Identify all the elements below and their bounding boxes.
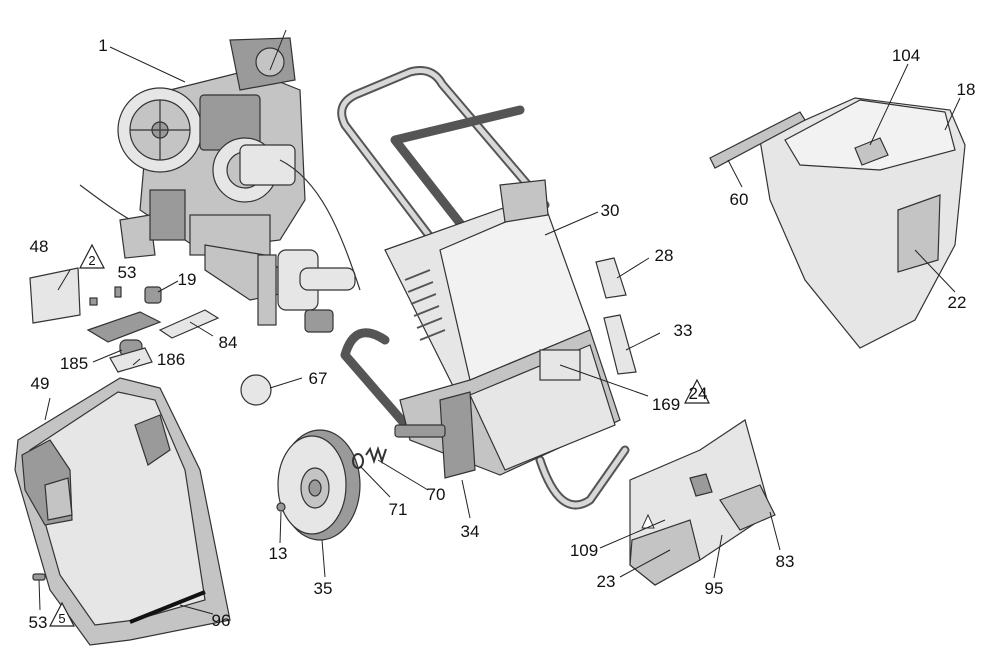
callout-48: 48 [30,237,49,256]
label-48 [29,267,81,324]
callout-71: 71 [389,500,408,519]
callout-60: 60 [730,190,749,209]
callout-83: 83 [776,552,795,571]
callout-70: 70 [427,485,446,504]
screw-53-bottom [32,573,46,581]
callout-19: 19 [178,270,197,289]
washer-71 [352,453,364,469]
callout-23: 23 [597,572,616,591]
callout-numbers: 1 18 104 60 22 30 28 33 169 24 109 23 95… [29,36,976,632]
label-84 [158,309,220,339]
panel-plate [86,311,162,343]
label-33 [603,314,637,375]
callout-169: 169 [652,395,680,414]
callout-13: 13 [269,544,288,563]
warning-triangle-24 [684,378,710,404]
spring-70 [365,445,387,465]
callout-53-bottom: 53 [29,613,48,632]
callout-1: 1 [98,36,107,55]
callout-49: 49 [31,374,50,393]
screw-53-top [89,286,122,306]
callout-33: 33 [674,321,693,340]
callout-95: 95 [705,579,724,598]
callout-53-top: 53 [118,263,137,282]
callout-18: 18 [957,80,976,99]
knob-67 [240,374,272,406]
warning-triangle-2: 2 [79,243,105,269]
rear-cover-18 [759,97,966,349]
label-186 [109,347,153,373]
label-28 [595,257,627,299]
callout-28: 28 [655,246,674,265]
callout-84: 84 [219,333,238,352]
callout-22: 22 [948,293,967,312]
cap-13 [276,502,286,512]
wheel-35 [277,429,361,541]
front-cover-49 [14,377,231,646]
bottom-shield-23 [629,419,776,586]
callout-35: 35 [314,579,333,598]
callout-186: 186 [157,350,185,369]
callout-185: 185 [60,354,88,373]
warning-2-number: 2 [88,253,95,268]
callout-67: 67 [309,369,328,388]
warning-5-number: 5 [58,611,65,626]
warning-triangle-5: 5 [49,601,75,627]
callout-96: 96 [212,611,231,630]
motor-pump-assembly [79,37,361,333]
leader-lines [38,29,961,615]
callout-30: 30 [601,201,620,220]
callout-109: 109 [570,541,598,560]
callout-104: 104 [892,46,920,65]
callout-34: 34 [461,522,480,541]
switch-19 [144,286,162,304]
handle-60 [709,111,806,169]
cart-frame [337,66,630,510]
callout-24: 24 [689,384,708,403]
